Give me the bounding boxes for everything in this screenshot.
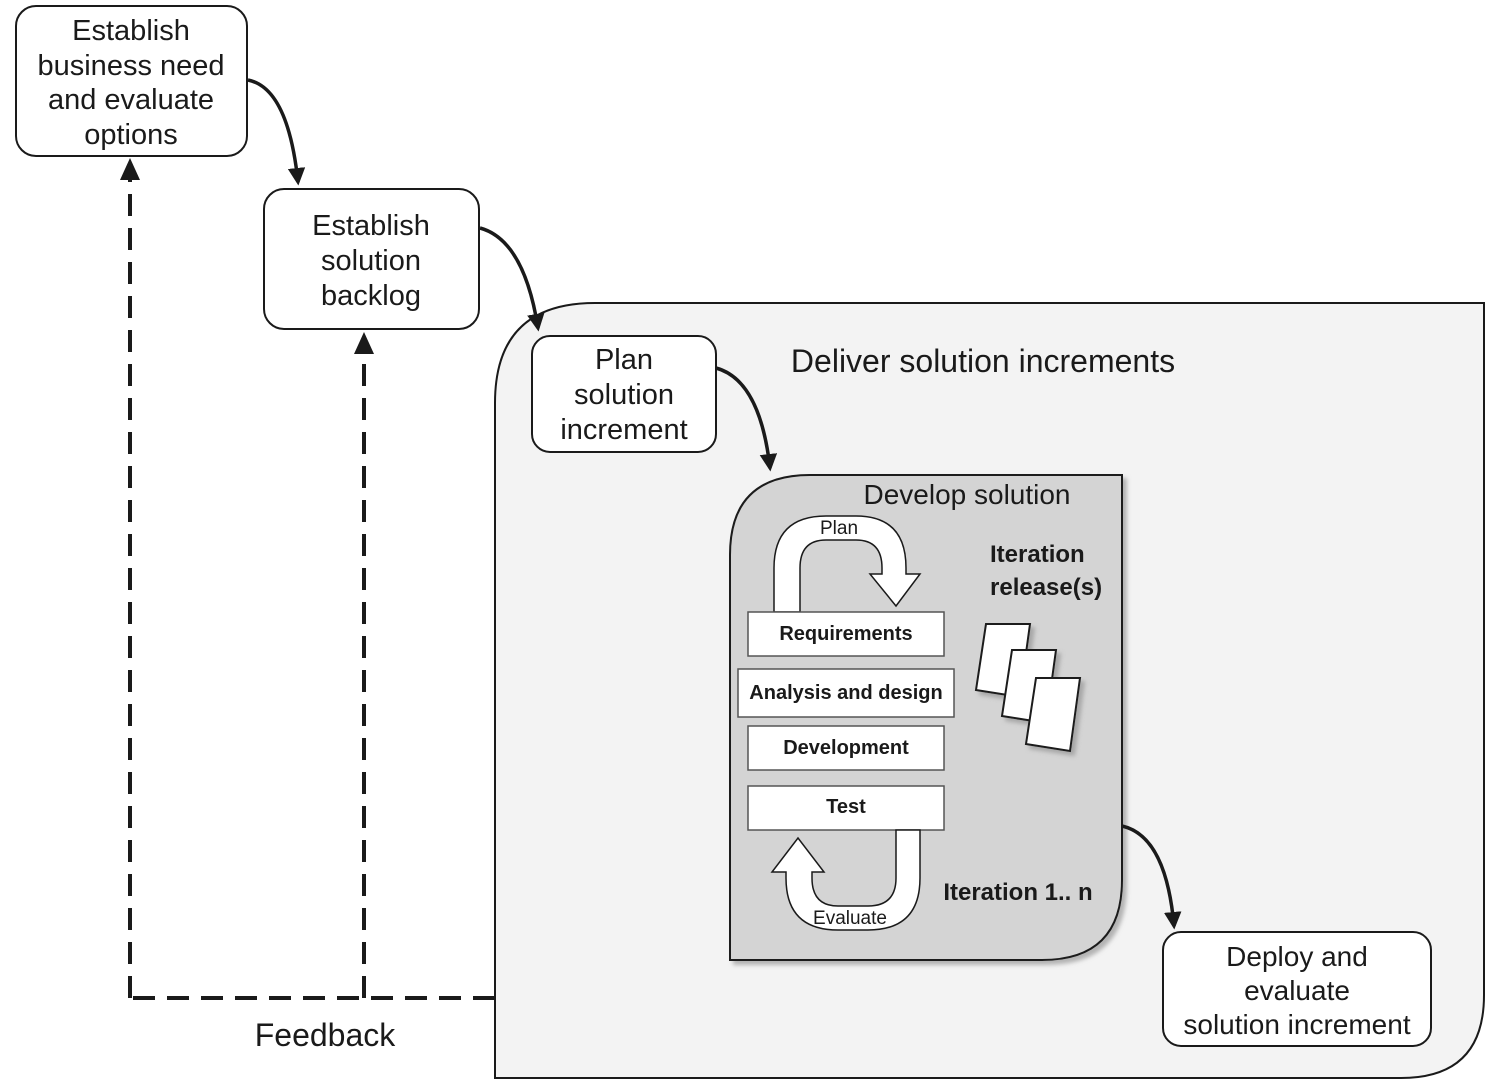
evaluate-loop-label: Evaluate: [813, 908, 887, 929]
stage-label: Requirements: [779, 623, 912, 645]
feedback-arrowhead: [120, 158, 140, 180]
release-documents-icon: [974, 623, 1082, 753]
develop-title: Develop solution: [863, 479, 1070, 510]
node-line: backlog: [321, 280, 421, 312]
stage-label: Development: [783, 737, 909, 759]
flow-arrow: [715, 366, 778, 472]
plan-loop-arrow: [773, 515, 922, 613]
stage-analysis-design: Analysis and design: [737, 668, 955, 718]
flow-arrow: [1121, 824, 1182, 930]
feedback-arrowhead: [354, 332, 374, 354]
node-line: Establish: [72, 15, 190, 47]
deliver-title: Deliver solution increments: [791, 343, 1175, 379]
feedback-lines: [120, 158, 495, 1000]
iteration-release-label: Iteration: [990, 541, 1085, 568]
stage-test: Test: [747, 785, 945, 831]
node-solution-backlog: Establish solution backlog: [263, 188, 480, 330]
node-line: Plan: [595, 344, 653, 376]
node-line: solution increment: [1183, 1009, 1410, 1040]
node-line: evaluate: [1244, 975, 1350, 1006]
plan-loop-label: Plan: [820, 518, 858, 539]
stage-label: Test: [826, 796, 866, 818]
node-line: solution: [321, 245, 421, 277]
node-line: solution: [574, 379, 674, 411]
iteration-count-label: Iteration 1.. n: [943, 879, 1092, 906]
flow-arrow: [247, 78, 306, 186]
stage-requirements: Requirements: [747, 611, 945, 657]
feedback-label: Feedback: [255, 1017, 397, 1053]
node-line: and evaluate: [48, 84, 214, 116]
evaluate-loop-arrow: [770, 829, 921, 931]
node-business-need: Establish business need and evaluate opt…: [15, 5, 248, 157]
node-line: increment: [560, 414, 687, 446]
develop-solution-box: Develop solution Plan Requirements Analy…: [729, 474, 1123, 961]
node-line: business need: [37, 50, 224, 82]
node-deploy: Deploy and evaluate solution increment: [1162, 931, 1432, 1047]
stage-label: Analysis and design: [749, 682, 942, 704]
node-plan-increment: Plan solution increment: [531, 335, 717, 453]
stage-development: Development: [747, 725, 945, 771]
iteration-release-label: release(s): [990, 574, 1102, 601]
node-line: options: [84, 119, 178, 151]
node-line: Deploy and: [1226, 941, 1368, 972]
flow-arrow: [479, 226, 545, 332]
node-line: Establish: [312, 210, 430, 242]
